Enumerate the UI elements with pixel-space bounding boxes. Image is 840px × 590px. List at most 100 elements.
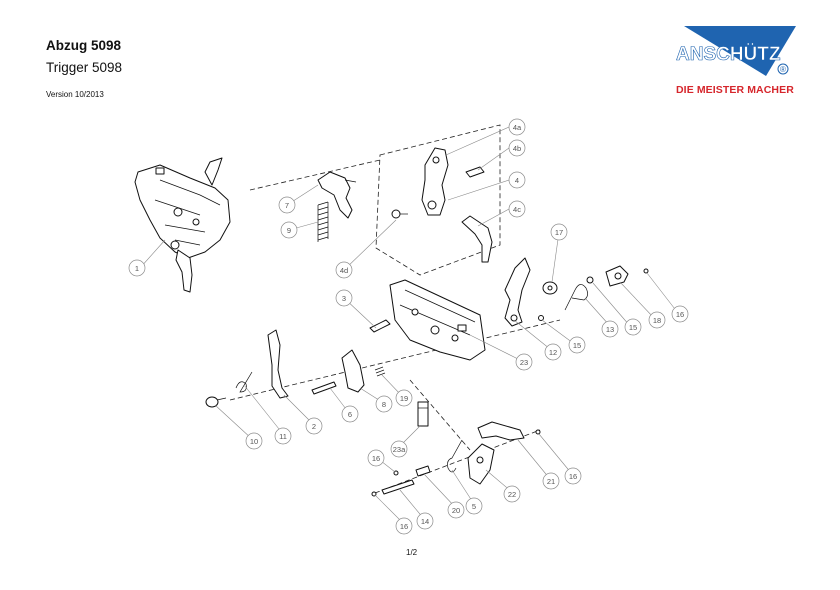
callout-10: 10 xyxy=(245,432,263,450)
part-4b-pin xyxy=(465,166,485,178)
callout-21: 21 xyxy=(542,472,560,490)
part-21-plate xyxy=(477,421,525,441)
callout-label: 14 xyxy=(421,517,429,526)
callout-23a: 23a xyxy=(390,440,408,458)
part-7-lever xyxy=(317,171,357,219)
callout-label: 12 xyxy=(549,348,557,357)
callout-6: 6 xyxy=(341,405,359,423)
callout-label: 7 xyxy=(285,201,289,210)
callout-label: 4a xyxy=(513,123,522,132)
callout-11: 11 xyxy=(274,427,292,445)
callout-4d: 4d xyxy=(335,261,353,279)
callout-19: 19 xyxy=(395,389,413,407)
callout-16: 16 xyxy=(671,305,689,323)
callout-label: 10 xyxy=(250,437,258,446)
callout-13: 13 xyxy=(601,320,619,338)
callout-4c: 4c xyxy=(508,200,526,218)
callout-16: 16 xyxy=(395,517,413,535)
part-5-spring xyxy=(447,439,463,473)
anschutz-logo: ANSCHÜTZ ® xyxy=(676,26,796,76)
part-19-spring xyxy=(374,366,386,377)
callout-label: 4d xyxy=(340,266,348,275)
callout-label: 9 xyxy=(287,226,291,235)
part-22-lever xyxy=(467,443,495,485)
callout-18: 18 xyxy=(648,311,666,329)
callout-label: 6 xyxy=(348,410,352,419)
callout-label: 15 xyxy=(629,323,637,332)
axis-line xyxy=(229,319,561,401)
callout-label: 4 xyxy=(515,176,519,185)
axis-line xyxy=(249,159,381,191)
logo-tagline: DIE MEISTER MACHER xyxy=(676,84,794,96)
part-8-lever xyxy=(341,349,365,393)
part-18-knob xyxy=(605,265,629,287)
callout-16: 16 xyxy=(564,467,582,485)
part-11-spring xyxy=(235,371,253,393)
part-16-circlip xyxy=(371,429,541,497)
callout-label: 20 xyxy=(452,506,460,515)
callout-label: 11 xyxy=(279,432,287,441)
callout-label: 1 xyxy=(135,264,139,273)
callout-9: 9 xyxy=(280,221,298,239)
version-label: Version 10/2013 xyxy=(46,90,104,99)
part-4c-lever xyxy=(461,215,493,263)
callout-3: 3 xyxy=(335,289,353,307)
callout-12: 12 xyxy=(544,343,562,361)
part-6-pin xyxy=(311,381,337,395)
callout-label: 18 xyxy=(653,316,661,325)
callout-label: 16 xyxy=(400,522,408,531)
callout-15: 15 xyxy=(568,336,586,354)
callout-label: 3 xyxy=(342,294,346,303)
title-english: Trigger 5098 xyxy=(46,60,123,75)
callout-8: 8 xyxy=(375,395,393,413)
callout-2: 2 xyxy=(305,417,323,435)
callout-label: 8 xyxy=(382,400,386,409)
callout-label: 4c xyxy=(513,205,521,214)
callout-label: 15 xyxy=(573,341,581,350)
callout-label: 16 xyxy=(372,454,380,463)
part-15-ring xyxy=(538,315,544,321)
part-23a-bolt xyxy=(417,401,429,427)
callout-label: 22 xyxy=(508,490,516,499)
part-4d-screw xyxy=(391,209,408,219)
callout-label: 17 xyxy=(555,228,563,237)
part-2-trigger-blade xyxy=(267,329,289,399)
callout-4a: 4a xyxy=(508,118,526,136)
part-4a-sear xyxy=(421,147,449,216)
callout-22: 22 xyxy=(503,485,521,503)
logo-brand-text: ANSCHÜTZ xyxy=(676,44,781,65)
page-number: 1/2 xyxy=(406,548,418,557)
callout-23: 23 xyxy=(515,353,533,371)
part-16-circlip xyxy=(643,268,649,274)
axis-line xyxy=(374,429,541,494)
callout-14: 14 xyxy=(416,512,434,530)
callout-label: 2 xyxy=(312,422,316,431)
callout-4b: 4b xyxy=(508,139,526,157)
logo-registered-mark: ® xyxy=(780,65,786,74)
part-1-trigger-assembly xyxy=(134,157,231,293)
callout-7: 7 xyxy=(278,196,296,214)
part-15-ring xyxy=(586,276,594,284)
sub-assembly-4-outline xyxy=(375,124,501,276)
callout-5: 5 xyxy=(465,497,483,515)
callout-label: 16 xyxy=(569,472,577,481)
title-german: Abzug 5098 xyxy=(46,38,122,53)
callout-label: 13 xyxy=(606,325,614,334)
axis-line xyxy=(409,379,471,451)
callout-20: 20 xyxy=(447,501,465,519)
part-14-pin xyxy=(381,479,415,495)
part-20-bushing xyxy=(415,465,431,477)
part-13-spring xyxy=(564,284,588,311)
callout-4: 4 xyxy=(508,171,526,189)
callout-label: 4b xyxy=(513,144,521,153)
callout-17: 17 xyxy=(550,223,568,241)
callout-16: 16 xyxy=(367,449,385,467)
part-23-housing xyxy=(389,279,486,361)
part-17-washer xyxy=(542,281,558,295)
callout-label: 5 xyxy=(472,502,476,511)
callout-label: 23a xyxy=(393,445,406,454)
callout-label: 21 xyxy=(547,477,555,486)
callout-label: 19 xyxy=(400,394,408,403)
callout-label: 16 xyxy=(676,310,684,319)
